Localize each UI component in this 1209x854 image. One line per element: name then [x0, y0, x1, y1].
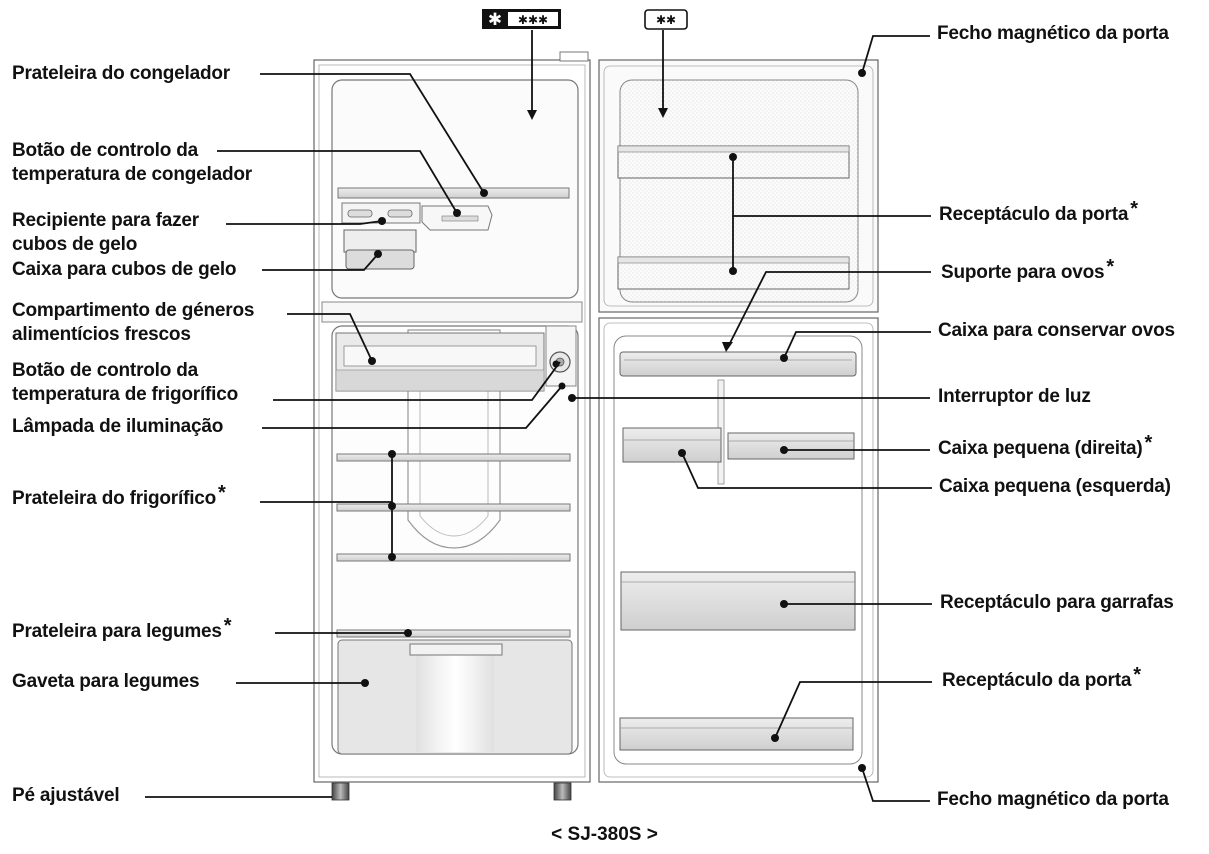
vegetable-drawer [337, 639, 573, 755]
freezer-door [598, 59, 879, 313]
label-bottle-pocket: Receptáculo para garrafas [940, 592, 1174, 613]
fridge-shelves [336, 453, 571, 562]
label-lamp: Lâmpada de iluminação [12, 416, 224, 437]
label-magnet-top: Fecho magnético da porta [937, 23, 1169, 44]
adjustable-foot-left [331, 782, 350, 801]
arrowheads [527, 108, 733, 352]
freezer-shelf [337, 187, 570, 199]
fridge-temp-dial [545, 325, 577, 387]
label-ice-box: Caixa para cubos de gelo [12, 259, 237, 280]
egg-case [619, 351, 857, 377]
leader-dots [361, 69, 866, 772]
label-fridge-temp-control: Botão de controlo da temperatura de frig… [12, 360, 239, 405]
label-light-switch: Interruptor de luz [938, 386, 1091, 407]
fresh-food-case [335, 332, 545, 392]
small-case-left [622, 427, 722, 463]
label-egg-case: Caixa para conservar ovos [938, 320, 1175, 341]
model-caption: < SJ-380S > [551, 824, 658, 845]
label-ice-tray: Recipiente para fazer cubos de gelo [12, 210, 199, 255]
freezer-temp-knob [421, 205, 493, 231]
door-star-badge: ✱✱ [644, 9, 688, 30]
label-egg-holder: Suporte para ovos* [941, 256, 1115, 283]
label-freezer-shelf: Prateleira do congelador [12, 63, 230, 84]
freezer-star-badge: ✱ ✱✱✱ [482, 9, 561, 30]
svg-text:✱✱: ✱✱ [656, 13, 676, 27]
compartment-divider [321, 301, 583, 323]
svg-text:✱: ✱ [488, 10, 502, 30]
label-vegetable-shelf: Prateleira para legumes* [12, 615, 232, 642]
label-fresh-food-compartment: Compartimento de géneros alimentícios fr… [12, 300, 255, 345]
adjustable-foot-right [553, 782, 572, 801]
label-vegetable-drawer: Gaveta para legumes [12, 671, 200, 692]
fridge-door [598, 317, 879, 783]
label-freezer-temp-control: Botão de controlo da temperatura de cong… [12, 140, 252, 185]
leader-lines [145, 30, 932, 802]
label-small-case-left: Caixa pequena (esquerda) [939, 476, 1171, 497]
label-door-pocket-bottom: Receptáculo da porta* [942, 664, 1141, 691]
label-magnet-bottom: Fecho magnético da porta [937, 789, 1169, 810]
label-adjustable-foot: Pé ajustável [12, 785, 120, 806]
label-small-case-right: Caixa pequena (direita)* [938, 432, 1153, 459]
bottle-pocket [620, 571, 856, 631]
door-pocket-bottom [619, 717, 854, 751]
label-fridge-shelf: Prateleira do frigorífico* [12, 482, 226, 509]
small-case-right [727, 432, 855, 460]
ice-tray [341, 202, 421, 224]
svg-text:✱✱✱: ✱✱✱ [518, 13, 548, 27]
label-door-pocket-top: Receptáculo da porta* [939, 198, 1138, 225]
ice-box [343, 229, 417, 270]
